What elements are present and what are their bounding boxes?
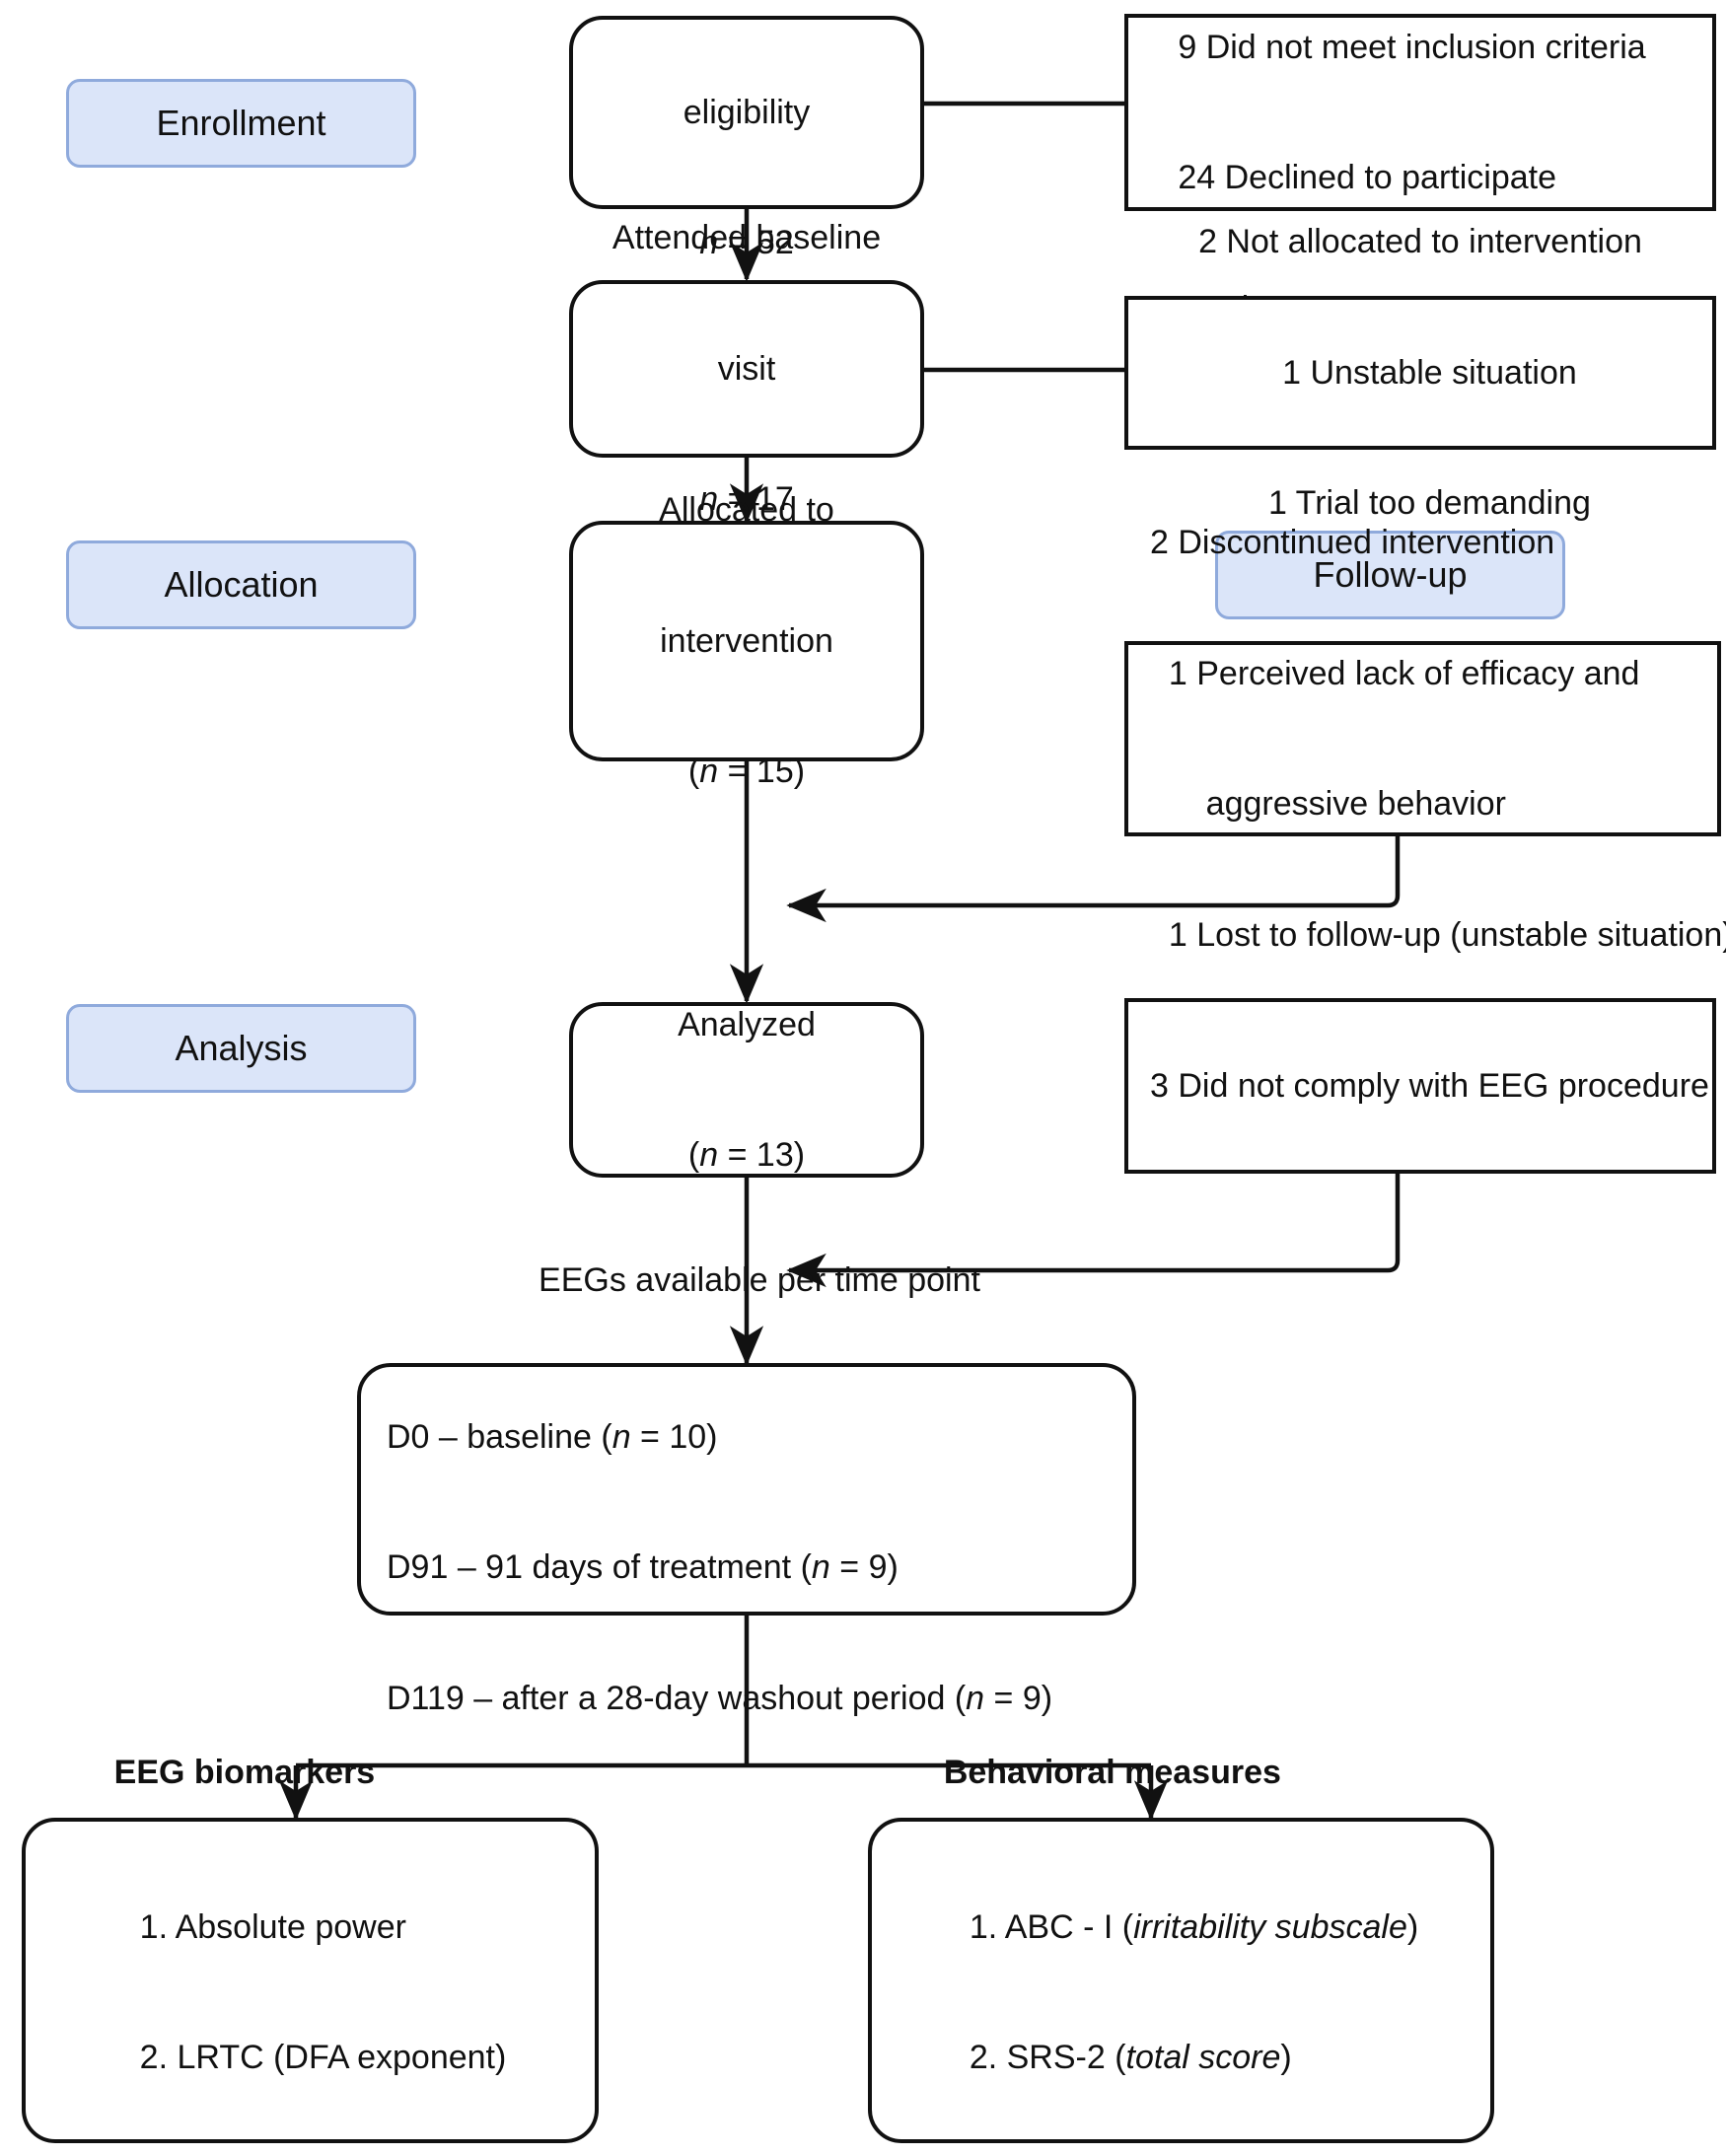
node-behavioral-measures-text: Behavioral measures 1. ABC - I (irritabi…	[944, 1664, 1418, 2156]
eegs-row-1: D0 – baseline (n = 10)	[387, 1415, 1132, 1459]
eegs-row-2-n: n	[811, 1548, 830, 1587]
bm-1-ital: irritability subscale	[1133, 1907, 1407, 1946]
excluded-item-2: 24 Declined to participate	[1150, 159, 1557, 197]
eegs-row-3-n: n	[966, 1679, 985, 1717]
stage-label-analysis: Analysis	[66, 1004, 416, 1093]
eeg-biomarkers-title: EEG biomarkers	[113, 1754, 376, 1792]
stage-label-followup: Follow-up	[1215, 531, 1565, 619]
eeg-bm-2-num: 2.	[139, 2039, 178, 2077]
discontinued-item-3: 1 Lost to follow-up (unstable situation)	[1150, 915, 1726, 954]
node-eeg-biomarkers-text: EEG biomarkers 1. Absolute power 2. LRTC…	[114, 1664, 507, 2156]
node-did-not-comply-text: 3 Did not comply with EEG procedure	[1150, 977, 1709, 1195]
bm-2-tail: )	[1280, 2039, 1292, 2077]
assessed-line1: Assessed for	[573, 0, 920, 4]
stage-label-analysis-text: Analysis	[175, 1028, 308, 1068]
not-allocated-item-1: 1 Unstable situation	[1263, 353, 1577, 392]
eegs-row-2-post: = 9)	[829, 1548, 899, 1587]
eeg-bm-2-plain: LRTC (DFA exponent)	[177, 2039, 507, 2077]
eegs-row-3: D119 – after a 28-day washout period (n …	[387, 1677, 1132, 1720]
behavioral-item-2: 2. SRS-2 (total score)	[944, 2036, 1418, 2079]
stage-label-enrollment-text: Enrollment	[156, 103, 326, 143]
bm-2-plain: SRS-2 (	[1006, 2039, 1126, 2077]
allocated-n-open: (	[687, 753, 700, 791]
node-discontinued-intervention: 2 Discontinued intervention 1 Perceived …	[1124, 524, 1726, 954]
bm-2-ital: total score	[1125, 2039, 1281, 2077]
node-did-not-comply: 3 Did not comply with EEG procedure	[1124, 998, 1716, 1174]
behavioral-measures-title: Behavioral measures	[943, 1754, 1281, 1792]
eeg-biomarkers-item-1: 1. Absolute power	[114, 1905, 507, 1949]
eegs-row-1-post: = 10)	[630, 1417, 718, 1456]
allocated-line2: intervention	[660, 621, 833, 660]
bm-1-tail: )	[1406, 1907, 1419, 1946]
assessed-n-symbol: n	[699, 224, 719, 262]
baseline-n-symbol: n	[699, 480, 719, 519]
discontinued-head: 2 Discontinued intervention	[1150, 524, 1555, 562]
node-analyzed-text: Analyzed (n = 13)	[573, 915, 920, 1264]
analyzed-n-symbol: n	[699, 1136, 719, 1175]
eegs-row-1-n: n	[611, 1417, 631, 1456]
not-allocated-head: 2 Not allocated to intervention	[1198, 223, 1642, 261]
node-allocated-text: Allocated to intervention (n = 15)	[573, 401, 920, 881]
node-behavioral-measures: Behavioral measures 1. ABC - I (irritabi…	[868, 1754, 1494, 2143]
analyzed-n: (n = 13)	[573, 1133, 920, 1177]
assessed-n-value: = 52	[718, 224, 794, 262]
stage-label-allocation: Allocation	[66, 540, 416, 629]
node-eegs-available: EEGs available per time point D0 – basel…	[357, 1261, 1136, 1717]
bm-2-num: 2.	[969, 2039, 1007, 2077]
analyzed-n-value: = 13)	[718, 1136, 806, 1175]
allocated-line1: Allocated to	[659, 491, 834, 530]
eegs-row-2: D91 – 91 days of treatment (n = 9)	[387, 1545, 1132, 1589]
excluded-item-1: 9 Did not meet inclusion criteria	[1150, 28, 1646, 66]
eegs-row-1-pre: D0 – baseline (	[387, 1417, 612, 1456]
node-analyzed: Analyzed (n = 13)	[569, 1002, 924, 1178]
eegs-row-2-pre: D91 – 91 days of treatment (	[387, 1548, 812, 1587]
node-discontinued-text: 2 Discontinued intervention 1 Perceived …	[1150, 434, 1726, 1044]
not-allocated-item-2: 1 Trial too demanding	[1250, 484, 1591, 523]
assessed-n: n = 52	[573, 221, 920, 264]
node-eegs-text: EEGs available per time point D0 – basel…	[387, 1172, 1132, 1808]
eegs-title: EEGs available per time point	[539, 1261, 980, 1300]
stage-label-allocation-text: Allocation	[164, 564, 319, 605]
not-comply-head: 3 Did not comply with EEG procedure	[1150, 1066, 1709, 1105]
analyzed-n-open: (	[687, 1136, 700, 1175]
analyzed-line1: Analyzed	[678, 1005, 816, 1043]
node-attended-baseline-visit: Attended baseline visit n = 17	[569, 219, 924, 518]
behavioral-item-1: 1. ABC - I (irritability subscale)	[944, 1905, 1418, 1949]
node-baseline-text: Attended baseline visit n = 17	[573, 129, 920, 609]
eeg-bm-1-plain: Absolute power	[175, 1907, 406, 1946]
discontinued-item-1: 1 Perceived lack of efficacy and	[1150, 654, 1640, 692]
node-assessed-for-eligibility: Assessed for eligibility n = 52	[569, 0, 924, 261]
allocated-n: (n = 15)	[573, 750, 920, 793]
baseline-line2: visit	[717, 349, 776, 388]
bm-1-num: 1.	[969, 1907, 1005, 1946]
stage-label-enrollment: Enrollment	[66, 79, 416, 168]
baseline-n-value: = 17	[718, 480, 794, 519]
node-not-allocated-text: 2 Not allocated to intervention 1 Unstab…	[1198, 133, 1642, 612]
node-eeg-biomarkers: EEG biomarkers 1. Absolute power 2. LRTC…	[22, 1754, 599, 2143]
discontinued-item-2: aggressive behavior	[1150, 785, 1506, 824]
allocated-n-symbol: n	[699, 753, 719, 791]
baseline-n: n = 17	[573, 477, 920, 521]
node-assessed-text: Assessed for eligibility n = 52	[573, 0, 920, 352]
bm-1-plain: ABC - I (	[1004, 1907, 1134, 1946]
node-allocated-to-intervention: Allocated to intervention (n = 15)	[569, 491, 924, 790]
eeg-biomarkers-item-2: 2. LRTC (DFA exponent)	[114, 2036, 507, 2079]
node-not-allocated: 2 Not allocated to intervention 1 Unstab…	[1124, 223, 1716, 522]
eeg-bm-1-num: 1.	[139, 1907, 176, 1946]
baseline-line1: Attended baseline	[611, 219, 882, 257]
stage-label-followup-text: Follow-up	[1313, 554, 1468, 595]
assessed-line2: eligibility	[683, 93, 811, 131]
allocated-n-value: = 15)	[718, 753, 806, 791]
eegs-row-3-pre: D119 – after a 28-day washout period (	[387, 1679, 967, 1717]
eegs-row-3-post: = 9)	[984, 1679, 1053, 1717]
